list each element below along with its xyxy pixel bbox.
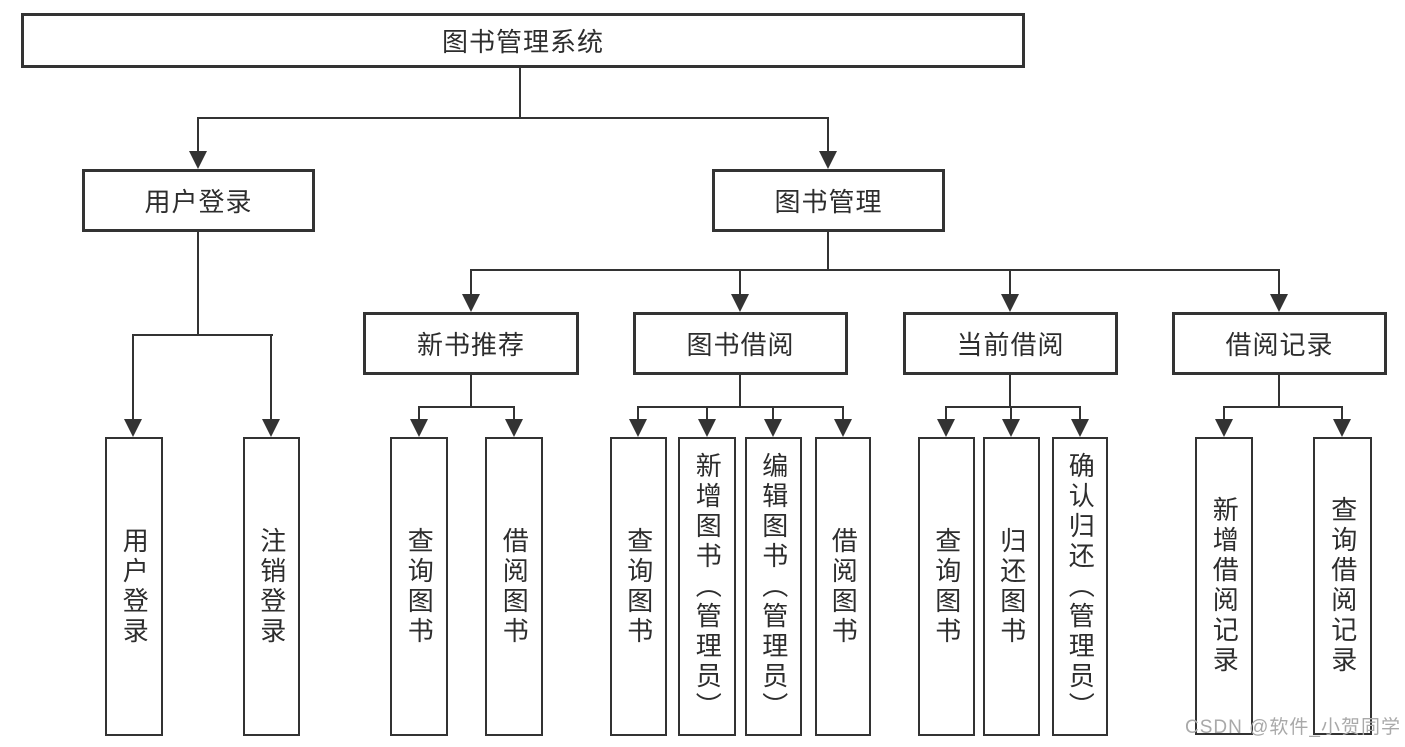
connector-line — [470, 375, 472, 408]
connector-line — [1009, 375, 1011, 408]
leaf-borrow-books-1: 借阅图书 — [485, 437, 543, 736]
connector-line — [1223, 406, 1343, 408]
leaf-query-books-2-label: 查询图书 — [623, 526, 654, 647]
node-current-borrow-label: 当前借阅 — [956, 330, 1065, 360]
node-user-login: 用户登录 — [82, 169, 315, 232]
arrow-down-icon — [819, 151, 837, 169]
connector-line — [739, 375, 741, 408]
leaf-query-books-1-label: 查询图书 — [404, 526, 435, 647]
connector-line — [1341, 406, 1343, 421]
leaf-borrow-books-1-label: 借阅图书 — [499, 526, 530, 647]
leaf-borrow-books-2-label: 借阅图书 — [828, 526, 859, 647]
connector-line — [842, 406, 844, 421]
leaf-query-books-1: 查询图书 — [390, 437, 448, 736]
connector-line — [470, 269, 1280, 271]
connector-line — [637, 406, 844, 408]
leaf-login: 用户登录 — [105, 437, 163, 736]
leaf-return-book: 归还图书 — [983, 437, 1040, 736]
arrow-down-icon — [1333, 419, 1351, 437]
node-user-login-label: 用户登录 — [144, 187, 253, 217]
leaf-query-record: 查询借阅记录 — [1313, 437, 1372, 735]
node-book-borrow: 图书借阅 — [633, 312, 848, 375]
node-root: 图书管理系统 — [21, 13, 1025, 68]
node-borrow-records-label: 借阅记录 — [1225, 330, 1334, 360]
connector-line — [1079, 406, 1081, 421]
connector-line — [1009, 269, 1011, 296]
leaf-logout-label: 注销登录 — [256, 526, 287, 647]
arrow-down-icon — [1071, 419, 1089, 437]
connector-line — [418, 406, 420, 421]
node-book-borrow-label: 图书借阅 — [686, 330, 795, 360]
connector-line — [772, 406, 774, 421]
leaf-confirm-return: 确认归还（管理员） — [1052, 437, 1108, 736]
connector-line — [637, 406, 639, 421]
arrow-down-icon — [124, 419, 142, 437]
leaf-edit-book-label: 编辑图书（管理员） — [758, 451, 789, 722]
arrow-down-icon — [764, 419, 782, 437]
connector-line — [270, 334, 272, 421]
connector-line — [132, 334, 273, 336]
connector-line — [513, 406, 515, 421]
connector-line — [197, 117, 829, 119]
connector-line — [706, 406, 708, 421]
node-new-book-rec: 新书推荐 — [363, 312, 579, 375]
arrow-down-icon — [1215, 419, 1233, 437]
leaf-query-books-3-label: 查询图书 — [931, 526, 962, 647]
leaf-add-record: 新增借阅记录 — [1195, 437, 1253, 735]
arrow-down-icon — [410, 419, 428, 437]
node-borrow-records: 借阅记录 — [1172, 312, 1387, 375]
leaf-add-record-label: 新增借阅记录 — [1209, 496, 1240, 676]
node-root-label: 图书管理系统 — [441, 27, 604, 57]
connector-line — [470, 269, 472, 296]
node-book-mgmt: 图书管理 — [712, 169, 945, 232]
arrow-down-icon — [731, 294, 749, 312]
arrow-down-icon — [505, 419, 523, 437]
connector-line — [945, 406, 947, 421]
leaf-query-record-label: 查询借阅记录 — [1327, 496, 1358, 676]
leaf-query-books-2: 查询图书 — [610, 437, 667, 736]
leaf-borrow-books-2: 借阅图书 — [815, 437, 871, 736]
connector-line — [197, 232, 199, 336]
arrow-down-icon — [189, 151, 207, 169]
connector-line — [1278, 375, 1280, 408]
node-new-book-rec-label: 新书推荐 — [416, 330, 525, 360]
watermark: CSDN @软件_小贺同学 — [1185, 717, 1401, 738]
node-current-borrow: 当前借阅 — [903, 312, 1118, 375]
connector-line — [827, 117, 829, 152]
connector-line — [945, 406, 1081, 408]
connector-line — [1278, 269, 1280, 296]
arrow-down-icon — [1001, 294, 1019, 312]
leaf-edit-book: 编辑图书（管理员） — [745, 437, 802, 736]
leaf-confirm-return-label: 确认归还（管理员） — [1065, 451, 1096, 722]
connector-line — [418, 406, 515, 408]
arrow-down-icon — [834, 419, 852, 437]
connector-line — [519, 68, 521, 119]
leaf-query-books-3: 查询图书 — [918, 437, 975, 736]
leaf-return-book-label: 归还图书 — [996, 526, 1027, 647]
connector-line — [1010, 406, 1012, 421]
node-book-mgmt-label: 图书管理 — [774, 187, 883, 217]
arrow-down-icon — [1270, 294, 1288, 312]
leaf-add-book: 新增图书（管理员） — [678, 437, 736, 736]
connector-line — [132, 334, 134, 421]
connector-line — [827, 232, 829, 271]
arrow-down-icon — [1002, 419, 1020, 437]
arrow-down-icon — [698, 419, 716, 437]
arrow-down-icon — [462, 294, 480, 312]
arrow-down-icon — [629, 419, 647, 437]
leaf-add-book-label: 新增图书（管理员） — [692, 451, 723, 722]
leaf-logout: 注销登录 — [243, 437, 300, 736]
arrow-down-icon — [937, 419, 955, 437]
leaf-login-label: 用户登录 — [119, 526, 150, 647]
connector-line — [739, 269, 741, 296]
connector-line — [1223, 406, 1225, 421]
connector-line — [197, 117, 199, 152]
arrow-down-icon — [262, 419, 280, 437]
